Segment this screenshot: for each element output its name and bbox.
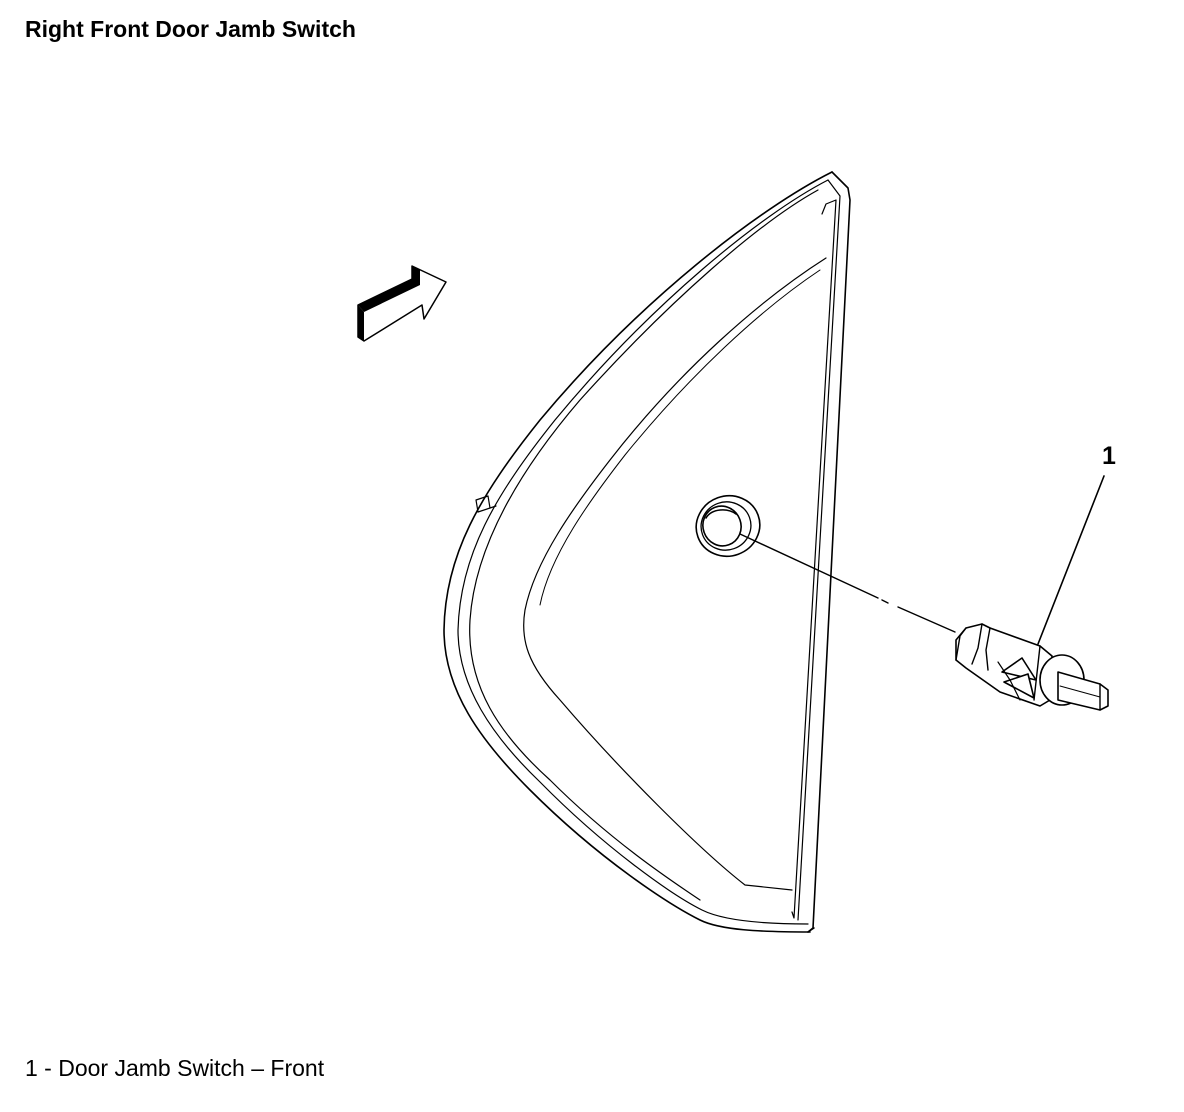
diagram-title: Right Front Door Jamb Switch — [25, 16, 356, 42]
legend-item: 1 - Door Jamb Switch – Front — [25, 1055, 325, 1081]
callout-1-leader — [1037, 475, 1105, 645]
door-trim-panel — [443, 171, 851, 933]
front-direction-arrow-icon — [357, 265, 447, 342]
switch-mounting-hole — [695, 494, 761, 558]
door-jamb-switch-part — [955, 623, 1109, 711]
parts-legend: 1 - Door Jamb Switch – Front — [25, 1055, 324, 1082]
callout-1-number: 1 — [1102, 442, 1116, 470]
installation-guide-line — [739, 533, 956, 633]
